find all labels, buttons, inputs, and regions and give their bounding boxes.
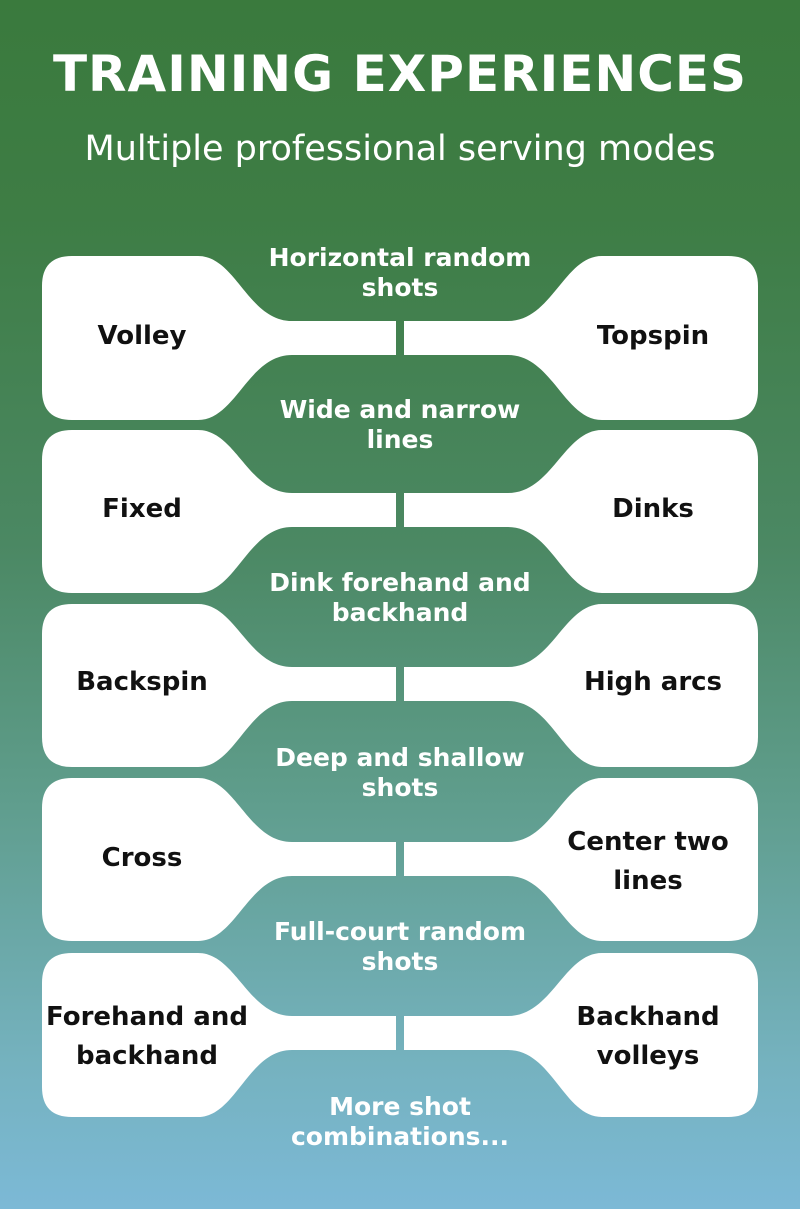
right-label-5: Backhand volleys xyxy=(576,1002,720,1071)
left-label-3: Backspin xyxy=(76,667,208,697)
page-subtitle: Multiple professional serving modes xyxy=(84,129,716,169)
right-paddle-card-1 xyxy=(404,256,758,420)
left-label-5: Forehand and backhand xyxy=(46,1002,248,1071)
page-title: TRAINING EXPERIENCES xyxy=(52,45,748,103)
left-paddle-card-2 xyxy=(42,430,396,593)
right-paddle-card-3 xyxy=(404,604,758,767)
left-label-4: Cross xyxy=(101,843,183,873)
left-label-1: Volley xyxy=(97,321,187,351)
right-label-4: Center two lines xyxy=(567,827,729,896)
mid-label-1: Horizontal random shots xyxy=(268,243,532,302)
mid-label-5: Full-court random shots xyxy=(273,917,527,976)
right-paddle-card-4 xyxy=(404,778,758,941)
mid-label-4: Deep and shallow shots xyxy=(275,743,525,802)
left-label-2: Fixed xyxy=(102,494,182,524)
mid-label-2: Wide and narrow lines xyxy=(279,395,521,454)
right-label-2: Dinks xyxy=(612,494,694,524)
mid-label-3: Dink forehand and backhand xyxy=(269,568,531,627)
right-paddle-card-5 xyxy=(404,953,758,1117)
left-paddle-card-5 xyxy=(42,953,396,1117)
left-paddle-card-4 xyxy=(42,778,396,941)
left-paddle-card-1 xyxy=(42,256,396,420)
right-label-3: High arcs xyxy=(583,667,723,697)
right-label-1: Topspin xyxy=(596,321,710,351)
left-paddle-card-3 xyxy=(42,604,396,767)
footer-label: More shot combinations... xyxy=(290,1092,510,1151)
right-paddle-card-2 xyxy=(404,430,758,593)
